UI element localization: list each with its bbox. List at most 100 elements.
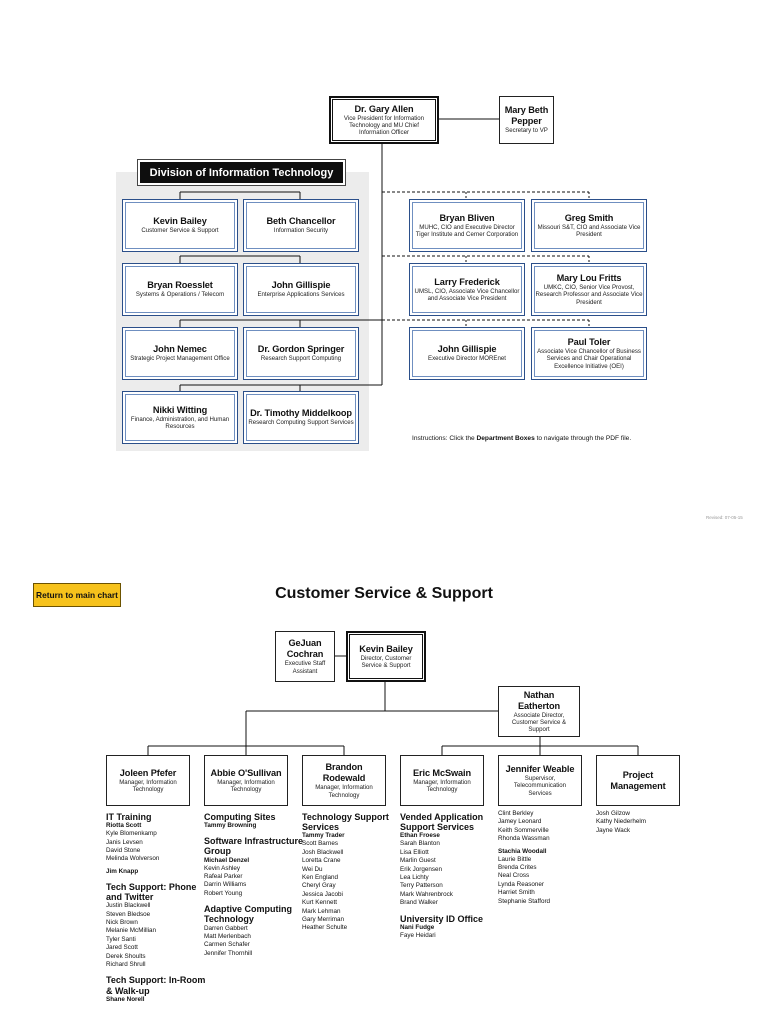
- dept-name: Dr. Timothy Middelkoop: [250, 408, 352, 419]
- dept-box-information-security[interactable]: Beth Chancellor Information Security: [243, 199, 359, 252]
- staff-member: Josh Gilzow: [596, 810, 630, 817]
- manager-box-jennifer-weable[interactable]: Jennifer Weable Supervisor, Telecommunic…: [498, 755, 582, 806]
- director-name: Kevin Bailey: [359, 643, 413, 654]
- group-heading: Adaptive Computing Technology: [204, 904, 292, 925]
- staff-member: Melinda Wolverson: [106, 855, 160, 863]
- staff-member: Jennifer Thornhill: [204, 949, 253, 957]
- staff-member: Derek Shoults: [106, 952, 146, 960]
- dept-box-customer-service[interactable]: Kevin Bailey Customer Service & Support: [122, 199, 238, 252]
- staff-member: Janis Levsen: [106, 838, 143, 846]
- staff-member: Darrin Williams: [204, 881, 247, 889]
- affiliate-name: Mary Lou Fritts: [556, 273, 622, 284]
- affiliate-box-umkc[interactable]: Mary Lou Fritts UMKC, CIO, Senior Vice P…: [531, 263, 647, 316]
- staff-member: Laurie Bittle: [498, 855, 532, 863]
- secretary-box[interactable]: Mary Beth Pepper Secretary to VP: [499, 96, 554, 144]
- affiliate-box-morenet[interactable]: John Gillispie Executive Director MOREne…: [409, 327, 525, 380]
- affiliate-box-missouri-st[interactable]: Greg Smith Missouri S&T, CIO and Associa…: [531, 199, 647, 252]
- affiliate-name: Bryan Bliven: [439, 212, 495, 223]
- dept-title: Research Computing Support Services: [248, 419, 354, 427]
- group-lead: Nani Fudge: [400, 923, 435, 931]
- staff-member: Lynda Reasoner: [498, 880, 544, 888]
- group-lead: Shane Norell: [106, 995, 145, 1003]
- dept-box-finance-administration[interactable]: Nikki Witting Finance, Administration, a…: [122, 391, 238, 444]
- dept-title: Customer Service & Support: [141, 227, 219, 235]
- affiliate-box-oei[interactable]: Paul Toler Associate Vice Chancellor of …: [531, 327, 647, 380]
- dept-title: Enterprise Applications Services: [257, 291, 345, 299]
- staff-member: Kurt Kennett: [302, 899, 338, 907]
- staff-member: Heather Schulte: [302, 924, 348, 932]
- director-box[interactable]: Kevin Bailey Director, Customer Service …: [346, 631, 426, 682]
- affiliate-name: John Gillispie: [437, 344, 497, 355]
- staff-member: Jamey Leonard: [498, 818, 542, 826]
- assoc-director-name: Nathan Eatherton: [518, 689, 560, 711]
- staff-member: Ken England: [302, 874, 339, 882]
- group-lead: Tammy Trader: [302, 832, 345, 840]
- dept-box-research-support-computing[interactable]: Dr. Gordon Springer Research Support Com…: [243, 327, 359, 380]
- staff-member: Stephanie Stafford: [498, 897, 551, 905]
- group-lead: Tammy Browning: [204, 822, 257, 830]
- staff-group: Jim Knapp: [106, 864, 206, 876]
- instructions-bold: Department Boxes: [476, 435, 535, 442]
- assoc-director-box[interactable]: Nathan Eatherton Associate Director, Cus…: [498, 686, 580, 737]
- manager-name: Joleen Pfefer: [119, 767, 177, 778]
- staff-member: Neal Cross: [498, 872, 530, 880]
- assistant-box[interactable]: GeJuan Cochran Executive Staff Assistant: [275, 631, 335, 682]
- dept-name: Beth Chancellor: [266, 216, 336, 227]
- staff-member: Nick Brown: [106, 919, 138, 927]
- staff-member: Matt Merlenbach: [204, 933, 251, 941]
- dept-box-systems-operations[interactable]: Bryan Roesslet Systems & Operations / Te…: [122, 263, 238, 316]
- return-to-main-chart-button[interactable]: Return to main chart: [33, 583, 121, 607]
- affiliate-box-umsl[interactable]: Larry Frederick UMSL, CIO, Associate Vic…: [409, 263, 525, 316]
- group-heading: Tech Support: In-Room & Walk-up: [106, 975, 206, 996]
- affiliate-name: Larry Frederick: [434, 276, 500, 287]
- staff-member: Kathy Niederhelm: [596, 818, 647, 826]
- staff-member: Darren Gabbert: [204, 924, 248, 932]
- manager-box-abbie-osullivan[interactable]: Abbie O'Sullivan Manager, Information Te…: [204, 755, 288, 806]
- group-lead: Jim Knapp: [106, 867, 139, 875]
- staff-member: Sarah Blanton: [400, 840, 440, 848]
- staff-member: Melanie McMillian: [106, 927, 157, 935]
- dept-title: Research Support Computing: [260, 355, 342, 363]
- group-heading: Vended Application Support Services: [400, 812, 484, 833]
- staff-member: Cheryl Gray: [302, 882, 336, 890]
- staff-member: Kyle Blomenkamp: [106, 830, 157, 838]
- manager-box-project-management[interactable]: Project Management: [596, 755, 680, 806]
- page-title: Customer Service & Support: [275, 585, 493, 602]
- vp-box[interactable]: Dr. Gary Allen Vice President for Inform…: [329, 96, 439, 144]
- manager-box-joleen-pfefer[interactable]: Joleen Pfefer Manager, Information Techn…: [106, 755, 190, 806]
- staff-member: Gary Merriman: [302, 916, 344, 924]
- revised-date: Revised: 07-05-15: [706, 515, 743, 520]
- manager-name: Eric McSwain: [412, 767, 472, 778]
- dept-box-project-management-office[interactable]: John Nemec Strategic Project Management …: [122, 327, 238, 380]
- assistant-title: Executive Staff Assistant: [284, 660, 326, 675]
- dept-name: Nikki Witting: [152, 404, 208, 415]
- staff-member: Loretta Crane: [302, 857, 341, 865]
- affiliate-box-muhc[interactable]: Bryan Bliven MUHC, CIO and Executive Dir…: [409, 199, 525, 252]
- dept-name: Kevin Bailey: [153, 216, 207, 227]
- dept-title: Strategic Project Management Office: [130, 355, 230, 363]
- affiliate-name: Greg Smith: [564, 212, 614, 223]
- dept-title: Information Security: [273, 227, 329, 235]
- dept-box-research-computing-support[interactable]: Dr. Timothy Middelkoop Research Computin…: [243, 391, 359, 444]
- division-banner: Division of Information Technology: [140, 162, 343, 183]
- manager-box-eric-mcswain[interactable]: Eric McSwain Manager, Information Techno…: [400, 755, 484, 806]
- staff-member: Clint Berkley: [498, 810, 534, 817]
- manager-box-brandon-rodewald[interactable]: Brandon Rodewald Manager, Information Te…: [302, 755, 386, 806]
- dept-box-enterprise-applications[interactable]: John Gillispie Enterprise Applications S…: [243, 263, 359, 316]
- manager-name: Abbie O'Sullivan: [210, 767, 282, 778]
- group-heading: University ID Office: [400, 913, 484, 924]
- group-heading: Tech Support: Phone and Twitter: [106, 881, 197, 903]
- staff-member: Carmen Schafer: [204, 941, 250, 949]
- director-title: Director, Customer Service & Support: [360, 654, 412, 669]
- staff-member: Justin Blackwell: [106, 902, 151, 910]
